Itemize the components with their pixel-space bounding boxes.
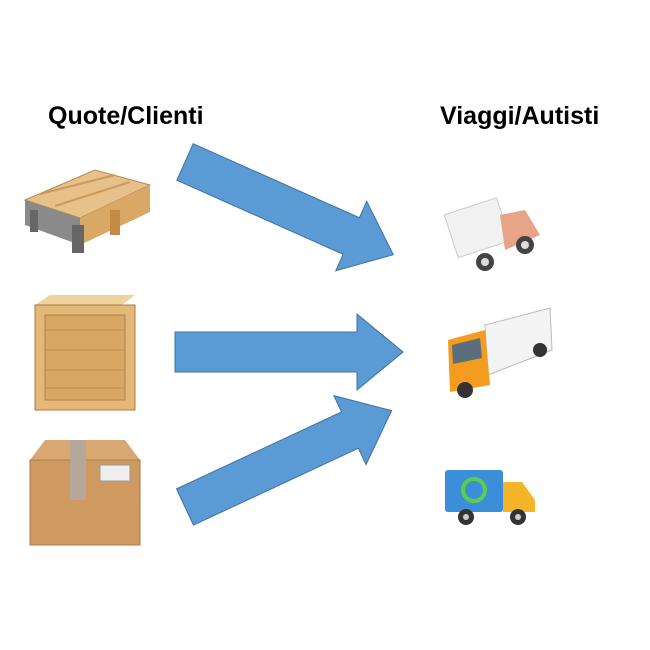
cardboard-box-icon xyxy=(29,440,141,546)
lorry-truck-icon xyxy=(448,307,553,398)
small-truck-icon xyxy=(443,197,540,271)
wooden-crate-icon xyxy=(34,295,136,411)
arrow-middle xyxy=(174,313,404,391)
arrow-top xyxy=(169,126,410,290)
pallet-icon xyxy=(23,169,152,253)
left-label: Quote/Clienti xyxy=(48,102,204,130)
right-label: Viaggi/Autisti xyxy=(440,102,600,130)
delivery-sync-truck-icon xyxy=(445,470,535,525)
arrow-bottom xyxy=(168,375,409,542)
